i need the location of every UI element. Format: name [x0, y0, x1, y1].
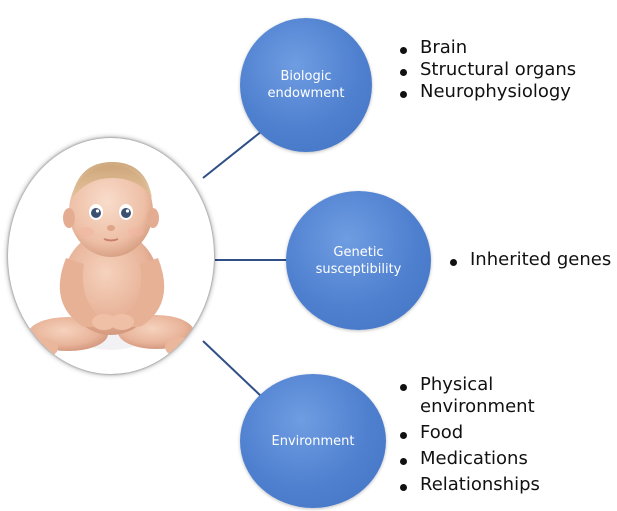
baby-illustration	[8, 138, 214, 374]
list-item: Relationships	[398, 474, 540, 496]
list-item: Food	[398, 422, 540, 444]
bullet-icon	[400, 484, 407, 491]
node-label: Genetic susceptibility	[316, 244, 402, 278]
list-item: Physical environment	[398, 374, 540, 418]
bullet-icon	[400, 384, 407, 391]
list-item: Brain	[398, 37, 576, 59]
connector-biologic-endowment	[203, 131, 262, 178]
bullet-list-genetic-susceptibility: Inherited genes	[448, 249, 611, 271]
node-biologic-endowment: Biologic endowment	[240, 18, 372, 152]
bullet-icon	[400, 458, 407, 465]
bullet-icon	[400, 47, 407, 54]
node-genetic-susceptibility: Genetic susceptibility	[286, 191, 431, 330]
baby-photo	[8, 138, 214, 374]
bullet-icon	[400, 91, 407, 98]
bullet-icon	[400, 69, 407, 76]
list-item: Structural organs	[398, 59, 576, 81]
connector-environment	[203, 341, 262, 397]
bullet-list-environment: Physical environment Food Medications Re…	[398, 374, 540, 500]
node-label: Environment	[271, 433, 354, 450]
list-item: Medications	[398, 448, 540, 470]
list-item: Neurophysiology	[398, 81, 576, 103]
node-label: Biologic endowment	[267, 68, 344, 102]
bullet-list-biologic-endowment: Brain Structural organs Neurophysiology	[398, 37, 576, 103]
bullet-icon	[400, 432, 407, 439]
bullet-icon	[450, 259, 457, 266]
list-item: Inherited genes	[448, 249, 611, 271]
node-environment: Environment	[240, 374, 386, 508]
